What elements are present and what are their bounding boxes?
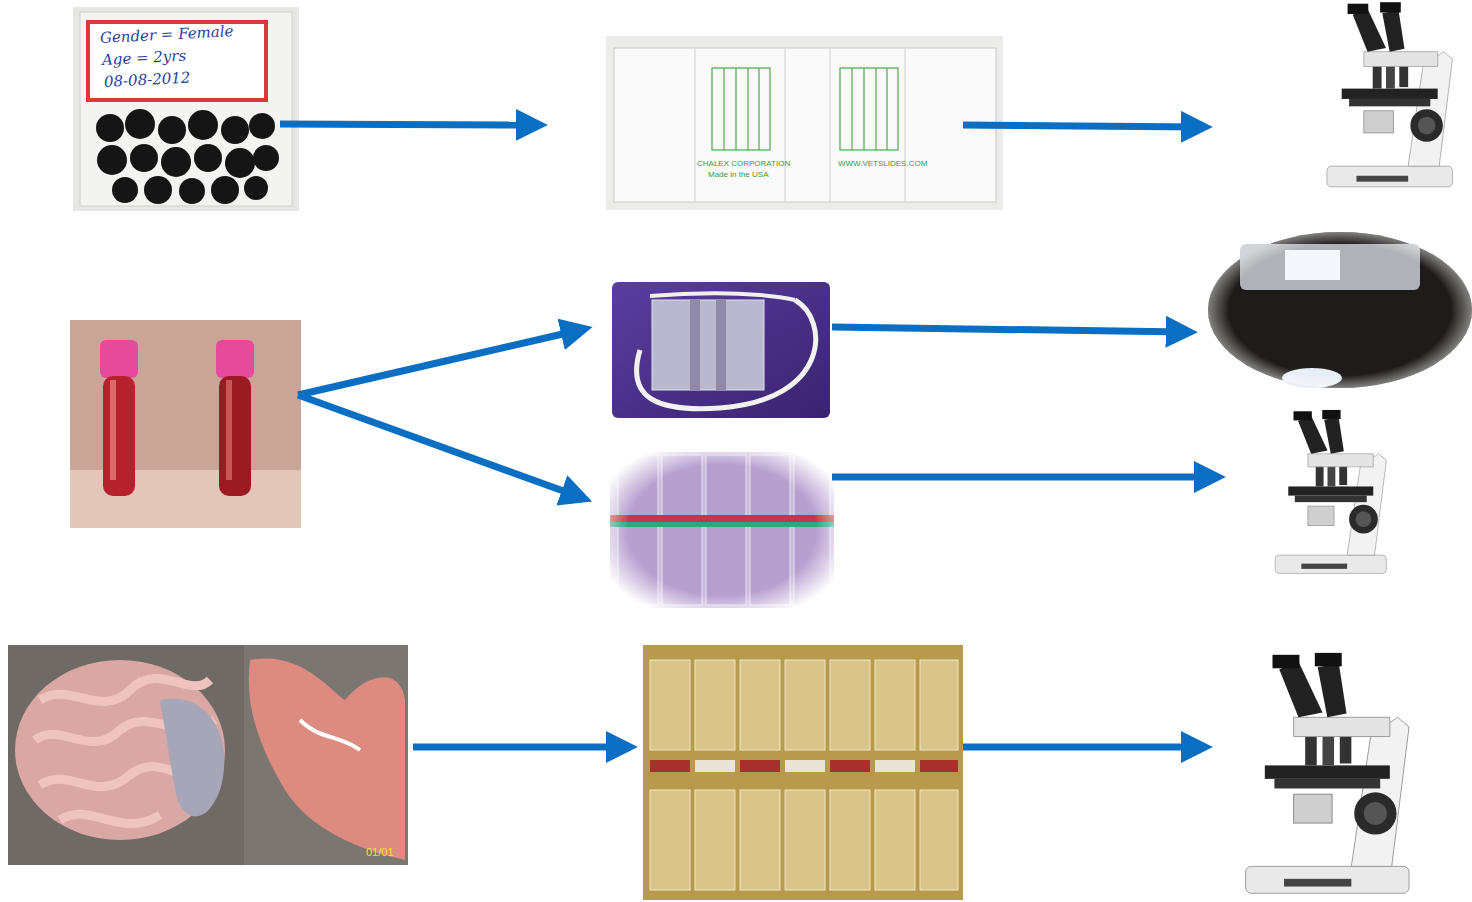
slide-maker-text: CHALEX CORPORATION [697, 160, 790, 169]
slide-website-text: WWW.VETSLIDES.COM [838, 160, 927, 169]
slide-maker-text: Made in the USA [708, 171, 768, 180]
photo-date-stamp: 01/01 [366, 846, 394, 858]
